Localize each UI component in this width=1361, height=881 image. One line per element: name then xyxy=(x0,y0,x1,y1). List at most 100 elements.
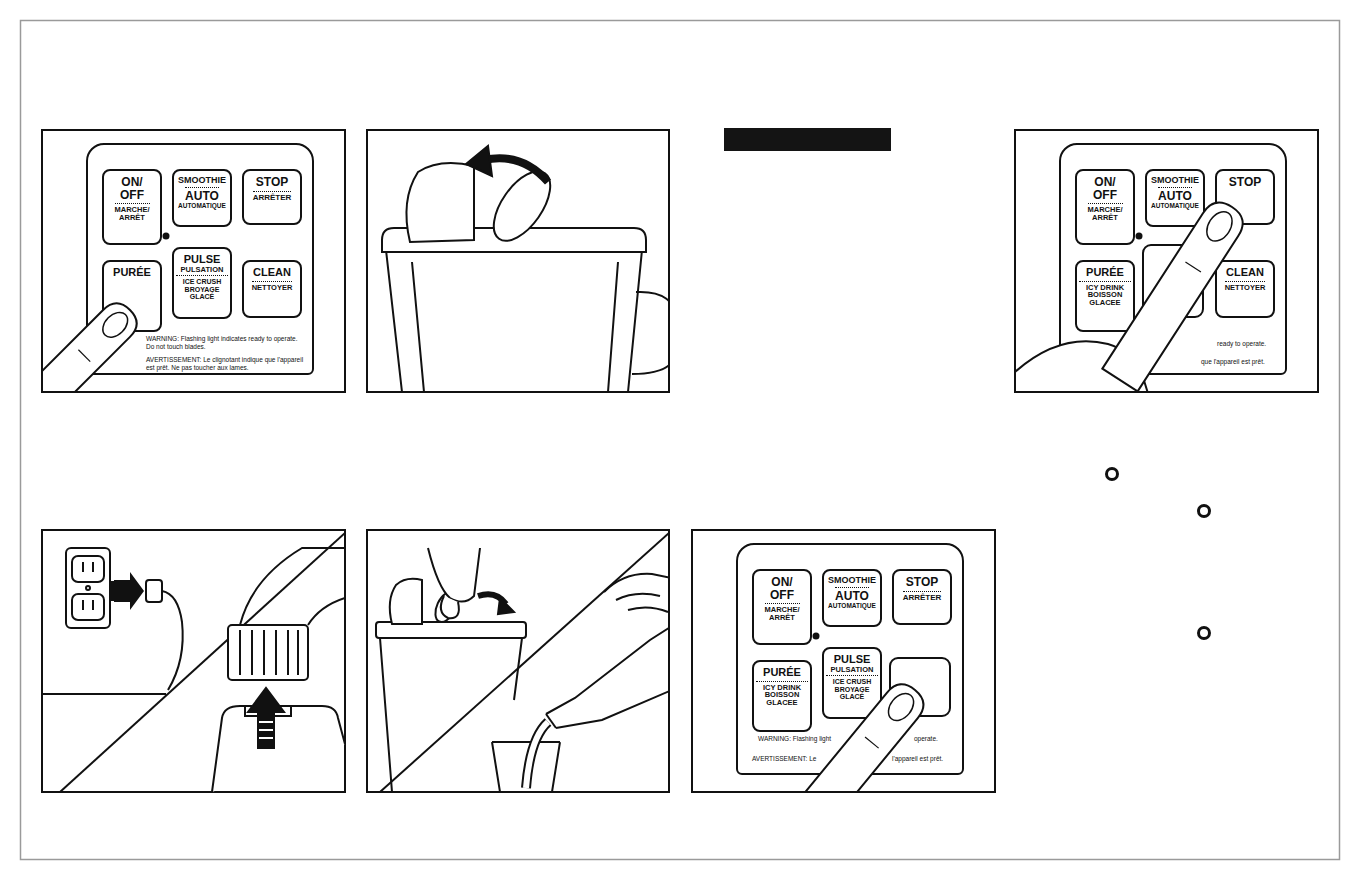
control-button: SMOOTHIEAUTOAUTOMATIQUE xyxy=(822,569,882,627)
control-button: STOP ARRÊTER xyxy=(242,169,302,225)
pressing-finger xyxy=(1185,262,1201,272)
blender-jar xyxy=(484,158,548,182)
unplug-scene xyxy=(114,572,144,610)
blender-jar xyxy=(406,163,474,242)
bullet-circle xyxy=(1199,506,1210,517)
blender-jar xyxy=(483,162,562,250)
button-label: CLEAN xyxy=(1226,267,1264,279)
blender-jar xyxy=(386,250,642,392)
panel-frame xyxy=(692,530,995,792)
pour-scene xyxy=(498,598,514,614)
warning-text: AVERTISSEMENT: Le clignotant indique que… xyxy=(146,356,306,372)
control-button: PURÉE ICY DRINK BOISSON GLACEE xyxy=(752,660,812,732)
control-button: CLEAN NETTOYER xyxy=(1215,260,1275,318)
button-label: ON/ OFF xyxy=(1093,176,1117,201)
control-button xyxy=(1143,245,1203,317)
warning-text: AVERTISSEMENT: Le xyxy=(752,755,816,763)
pour-scene xyxy=(376,533,669,792)
button-label: AUTO xyxy=(1158,187,1192,203)
indicator-light xyxy=(163,233,1143,640)
pressing-finger xyxy=(883,689,918,726)
control-panel: WARNING: Flashing lightoperate.AVERTISSE… xyxy=(736,543,964,775)
control-panel: WARNING: Flashing light indicates ready … xyxy=(86,143,314,375)
unplug-scene xyxy=(248,688,284,748)
control-button: CLEAN NETTOYER xyxy=(242,260,302,318)
pour-scene xyxy=(428,548,480,602)
pour-scene xyxy=(546,714,556,728)
control-button: ON/ OFFMARCHE/ ARRÊT xyxy=(1075,169,1135,245)
pour-scene xyxy=(380,533,669,792)
unplug-scene xyxy=(66,548,110,628)
button-label: PULSE xyxy=(184,254,221,266)
unplug-scene xyxy=(146,580,162,602)
control-button: ON/ OFF MARCHE/ ARRÊT xyxy=(102,169,162,245)
button-label: STOP xyxy=(1229,176,1261,189)
button-label: AUTO xyxy=(185,187,219,203)
pressing-finger xyxy=(78,350,90,362)
blender-jar xyxy=(382,146,669,392)
unplug-scene xyxy=(60,533,345,792)
pressing-finger xyxy=(785,684,924,791)
pour-scene xyxy=(604,574,669,612)
control-button: ON/ OFFMARCHE/ ARRÊT xyxy=(752,569,812,645)
button-label: PURÉE xyxy=(1086,267,1124,279)
bullet-circle xyxy=(1199,628,1210,639)
indicator-light xyxy=(1136,233,1143,240)
warning-text: l'appareil est prêt. xyxy=(892,755,943,763)
button-label: PULSE xyxy=(834,654,871,666)
control-button: PULSEPULSATIONICE CRUSH BROYAGE GLACÉ xyxy=(172,247,232,319)
button-label: STOP xyxy=(256,176,288,189)
pour-scene xyxy=(441,596,459,618)
blender-jar xyxy=(466,146,492,176)
button-label: AUTOMATIQUE xyxy=(178,203,226,210)
bullet-circle xyxy=(1107,469,1210,639)
button-label: ARRÊTER xyxy=(903,591,942,602)
pressing-finger xyxy=(865,737,879,748)
control-button: SMOOTHIEAUTOAUTOMATIQUE xyxy=(172,169,232,227)
warning-text: WARNING: Flashing light xyxy=(758,735,831,743)
button-label: AUTO xyxy=(835,587,869,603)
panel-frame xyxy=(1015,130,1318,392)
button-label: ICE CRUSH BROYAGE GLACÉ xyxy=(176,275,228,300)
button-label: ON/ OFF xyxy=(120,176,144,201)
panel-frame xyxy=(367,130,669,392)
unplug-scene xyxy=(72,594,104,620)
button-label: PURÉE xyxy=(763,667,801,679)
button-label: SMOOTHIE xyxy=(1151,176,1199,185)
button-label: ICY DRINK BOISSON GLACEE xyxy=(756,681,808,708)
panel-frame xyxy=(42,130,1318,792)
control-button: STOP xyxy=(1215,169,1275,225)
pour-scene xyxy=(380,638,522,792)
panel-frame xyxy=(42,130,345,392)
button-label: AUTOMATIQUE xyxy=(1151,203,1199,210)
button-label: MARCHE/ ARRÊT xyxy=(115,203,150,222)
pressing-finger xyxy=(1016,341,1148,391)
button-label: ON/ OFF xyxy=(770,576,794,601)
unplug-scene xyxy=(240,548,345,625)
pressing-finger xyxy=(1102,203,1242,391)
button-label: CLEAN xyxy=(253,267,291,279)
panel-frame xyxy=(42,530,345,792)
button-label: ICY DRINK BOISSON GLACEE xyxy=(1079,281,1131,308)
control-button: SMOOTHIE AUTOAUTOMATIQUE xyxy=(1145,169,1205,227)
control-panel: ready to operate.que l'appareil est prêt… xyxy=(1059,143,1287,375)
button-label: NETTOYER xyxy=(1225,281,1266,292)
pressing-finger xyxy=(1202,207,1238,246)
button-label: ARRÊTER xyxy=(253,191,292,202)
unplug-scene xyxy=(259,722,273,738)
button-label: NETTOYER xyxy=(252,281,293,292)
unplug-scene xyxy=(240,630,298,675)
indicator-light xyxy=(163,233,170,240)
pressing-finger xyxy=(1016,203,1243,391)
pour-scene xyxy=(390,579,422,624)
unplug-scene xyxy=(228,625,308,680)
button-label: STOP xyxy=(906,576,938,589)
blender-jar xyxy=(632,292,669,374)
unplug-scene xyxy=(162,591,183,690)
page-border xyxy=(21,21,1340,860)
unplug-scene xyxy=(212,706,345,792)
bullet-circle xyxy=(1107,469,1118,480)
